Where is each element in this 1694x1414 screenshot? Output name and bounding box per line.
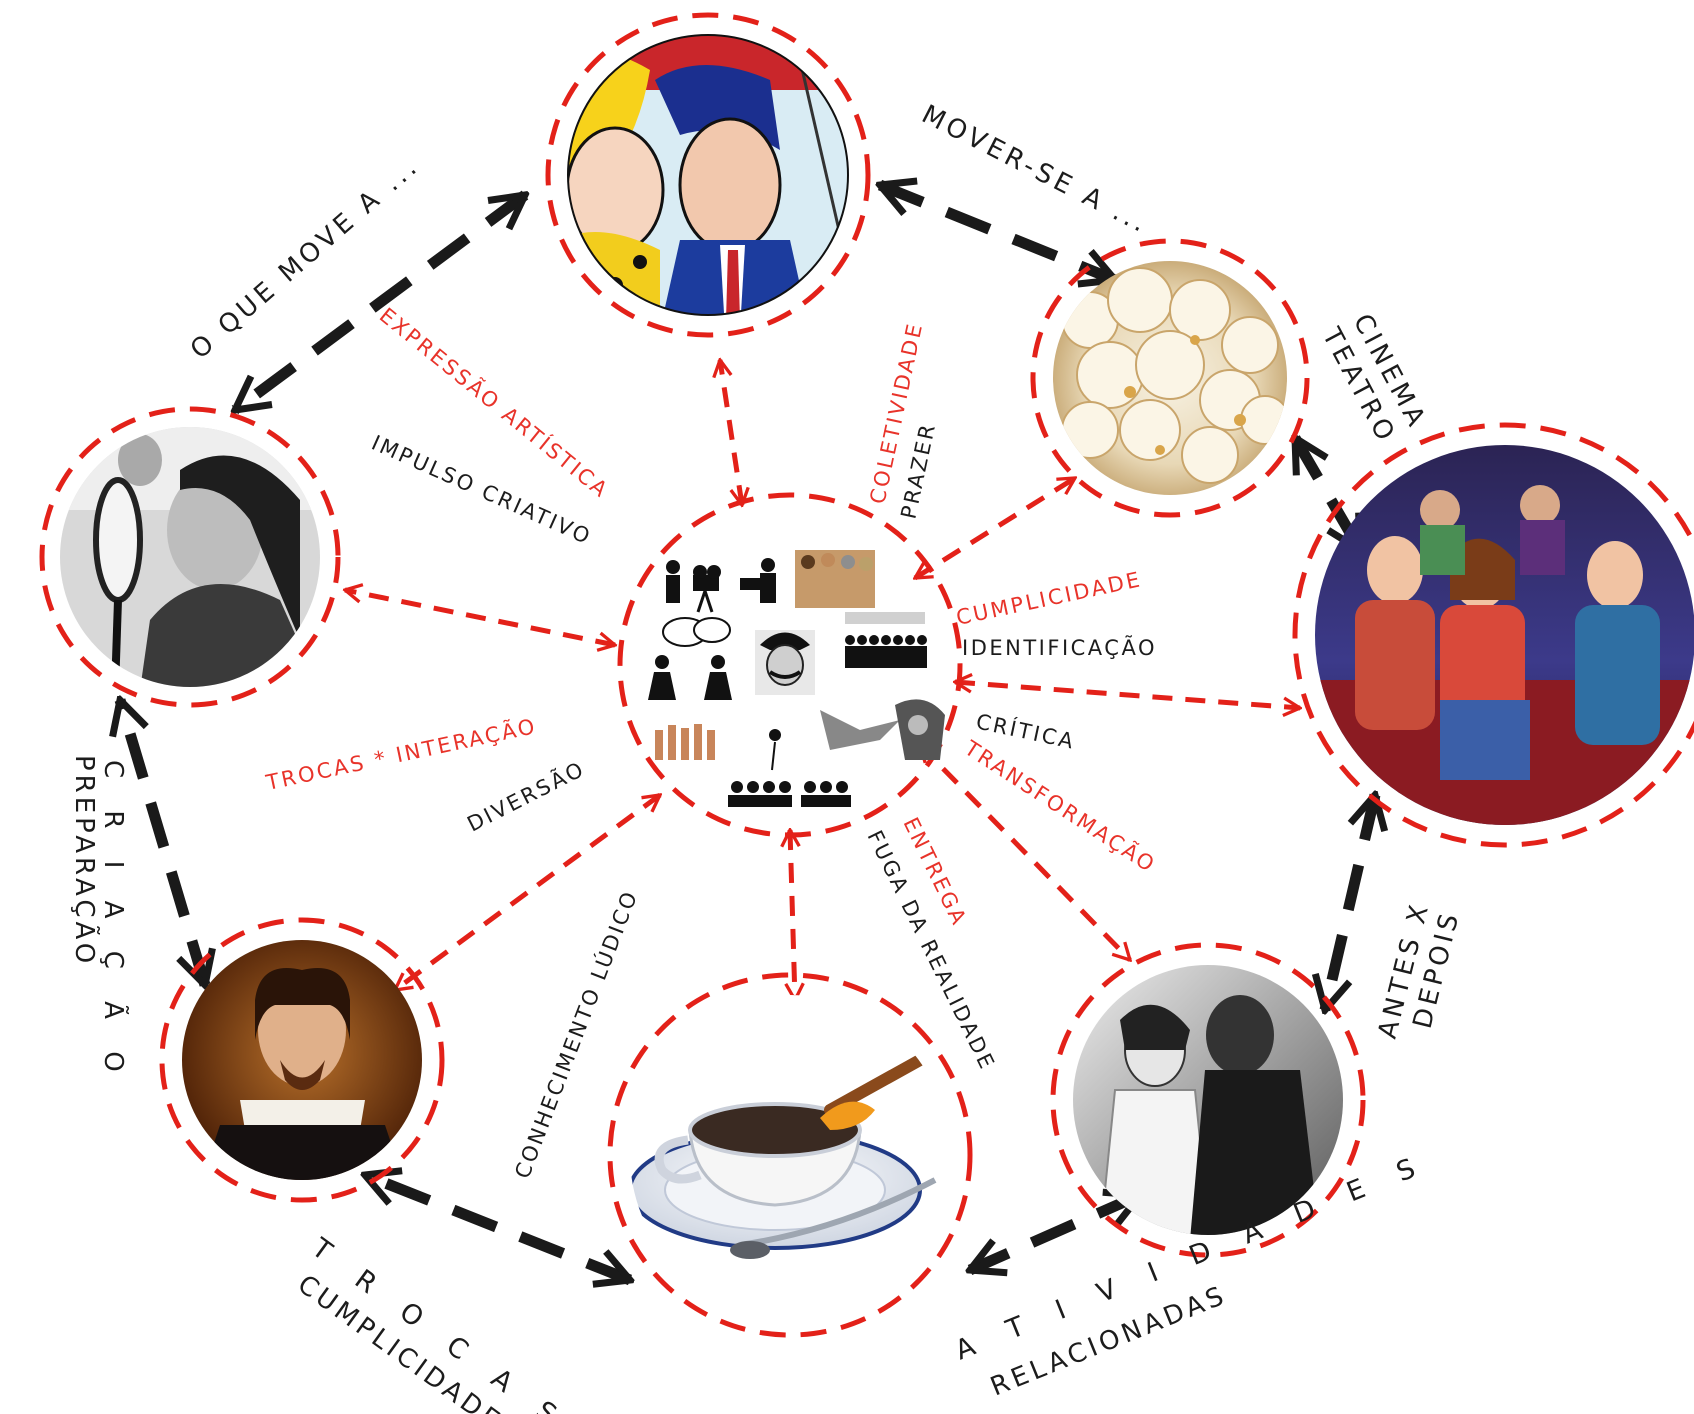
link-shakespeare-to-mirror [120, 700, 205, 985]
label-conhecimento: CONHECIMENTO LÚDICO [509, 886, 642, 1182]
link-center-to-couple [920, 745, 1130, 960]
actress-mirror-image [60, 427, 320, 687]
couple-photo-image [1073, 965, 1343, 1235]
link-tea-to-shakespeare [365, 1175, 630, 1280]
ring-couple [1050, 942, 1366, 1258]
link-center-to-shakespeare [395, 795, 660, 990]
link-center-to-mirror [345, 590, 615, 645]
cinema-audience-image [1315, 445, 1694, 825]
label-preparacao: PREPARAÇÃO [69, 755, 101, 967]
tea-cup-image [630, 995, 950, 1315]
ring-shakespeare [159, 917, 445, 1203]
ring-tea [607, 972, 973, 1338]
link-cinema-to-couple [1325, 795, 1375, 1010]
shakespeare-portrait-image [182, 940, 422, 1180]
label-cumplicidade: CUMPLICIDADE [954, 567, 1144, 630]
popcorn-image [1053, 261, 1287, 495]
node-tea [607, 972, 973, 1338]
label-expressao: EXPRESSÃO ARTÍSTICA [375, 302, 615, 503]
pictogram-collage [648, 550, 945, 807]
label-trocas-interacao: TROCAS * INTERAÇÃO [263, 712, 539, 795]
black-links [120, 185, 1375, 1280]
label-transformacao: TRANSFORMAÇÃO [959, 734, 1161, 878]
red-links [345, 360, 1300, 1000]
link-center-to-pop [720, 360, 742, 505]
node-popcorn [1030, 238, 1310, 518]
ring-mirror [39, 406, 341, 708]
label-identificacao: IDENTIFICAÇÃO [962, 634, 1157, 660]
link-couple-to-tea [970, 1195, 1140, 1270]
node-couple [1050, 942, 1366, 1258]
ring-pop-art [545, 12, 871, 338]
link-pop-to-popcorn [880, 185, 1115, 280]
ring-center [617, 492, 963, 838]
portrait-photo [755, 630, 815, 695]
link-center-to-cinema [955, 682, 1300, 708]
ring-popcorn [1030, 238, 1310, 518]
node-shakespeare [159, 917, 445, 1203]
link-center-to-tea [790, 830, 795, 1000]
node-pop-art [545, 12, 871, 338]
label-criacao: C R I A Ç Ã O [98, 760, 130, 1084]
label-diversao: DIVERSÃO [462, 755, 589, 837]
node-mirror [39, 406, 341, 708]
link-pop-to-mirror [235, 195, 525, 410]
link-center-to-popcorn [915, 475, 1075, 581]
node-center [617, 492, 963, 838]
node-cinema [1292, 422, 1694, 848]
pop-art-couple-image [568, 35, 848, 315]
ring-cinema [1292, 422, 1694, 848]
